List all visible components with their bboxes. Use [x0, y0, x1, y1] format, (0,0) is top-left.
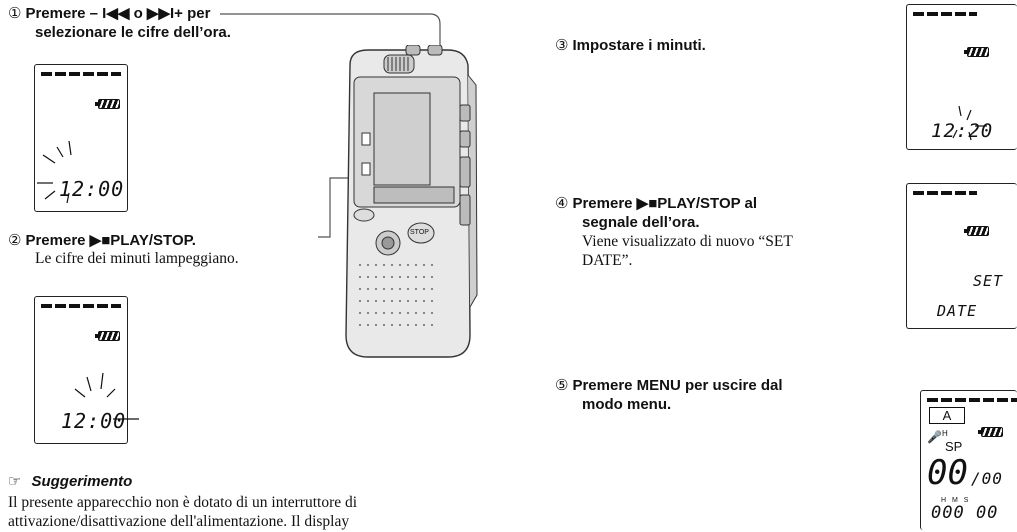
battery-icon [978, 427, 1003, 437]
lcd-time: 12:20 [931, 120, 994, 142]
tip-line1: Il presente apparecchio non è dotato di … [8, 494, 358, 511]
lcd-segment-bar [913, 191, 977, 195]
step3-text: Impostare i minuti. [572, 37, 706, 54]
step1-number: ① [8, 5, 22, 22]
lcd-step3: 12:20 [906, 4, 1017, 150]
lcd-step2: 12:00 [34, 296, 139, 444]
lcd-mode: SP [945, 439, 963, 454]
lcd-segment-bar [41, 304, 121, 308]
step1-text: Premere – I◀◀ o ▶▶I+ per [25, 5, 211, 22]
battery-icon [95, 99, 120, 109]
step2-text: Premere ▶■PLAY/STOP. [25, 232, 196, 249]
lcd-step1: 12:00 [34, 64, 128, 212]
battery-icon [95, 331, 120, 341]
device-stop-label: STOP [410, 229, 429, 236]
battery-icon [964, 226, 989, 236]
battery-icon [964, 47, 989, 57]
blink-rays-icon [37, 140, 72, 204]
blink-rays-icon [74, 372, 139, 420]
tip-title: Suggerimento [31, 473, 133, 490]
lcd-time: 12:00 [61, 409, 127, 433]
lcd-file-letter: A [929, 407, 965, 424]
microphone-icon: 🎤H [927, 429, 948, 444]
step4-text-line2: segnale dell’ora. [582, 214, 700, 231]
step4-text: Premere ▶■PLAY/STOP al [572, 195, 758, 212]
tip-heading: ☞ Suggerimento [8, 472, 132, 490]
lcd-step5: A 🎤H SP 00 /00 H M S 000 00 [920, 390, 1017, 530]
step4-desc-line2: DATE”. [582, 252, 633, 269]
tip-line2: attivazione/disattivazione dell'alimenta… [8, 513, 350, 530]
lcd-step4: SET DATE [906, 183, 1017, 329]
lcd-segment-bar [41, 72, 121, 76]
step4-number: ④ [555, 195, 569, 212]
lcd-mic-sens: H [941, 429, 948, 438]
step5-text-line2: modo menu. [582, 396, 672, 413]
step5-text: Premere MENU per uscire dal [572, 377, 783, 394]
blink-rays-icon [952, 105, 987, 141]
step4-desc-line1: Viene visualizzato di nuovo “SET [582, 233, 793, 250]
lcd-small-number: /00 [971, 469, 1003, 488]
lcd-text-line1: SET [973, 272, 1004, 290]
voice-recorder-illustration [345, 45, 478, 358]
lcd-big-number: 00 [927, 453, 968, 493]
step3-number: ③ [555, 37, 569, 54]
step2-number: ② [8, 232, 22, 249]
step2-desc: Le cifre dei minuti lampeggiano. [35, 250, 239, 267]
lcd-time-units: H M S [941, 497, 971, 504]
step5-number: ⑤ [555, 377, 569, 394]
lcd-time: 12:00 [59, 177, 125, 201]
lcd-counter: 000 00 [931, 503, 999, 523]
lcd-segment-bar [913, 12, 977, 16]
lcd-segment-bar [927, 398, 1017, 402]
pointing-hand-icon: ☞ [8, 472, 22, 490]
lcd-text-line2: DATE [937, 302, 978, 320]
step1-text-line2: selezionare le cifre dell’ora. [35, 24, 231, 41]
